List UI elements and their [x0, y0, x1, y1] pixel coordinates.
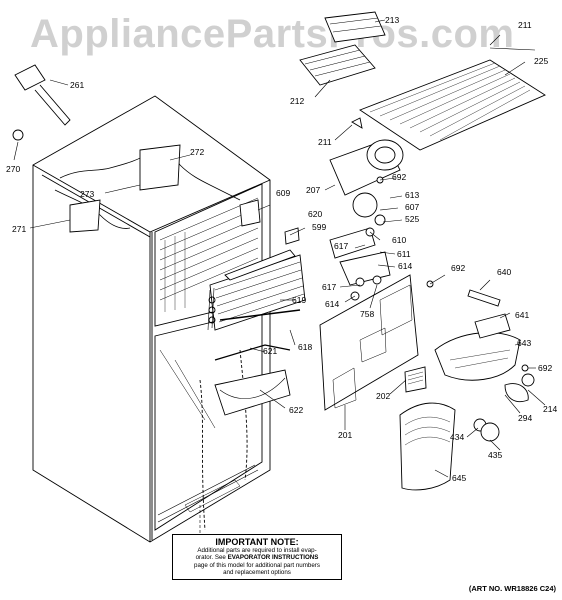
part-label: 643 [517, 338, 531, 348]
part-label: 202 [376, 391, 390, 401]
part-label: 609 [276, 188, 290, 198]
part-label: 622 [289, 405, 303, 415]
part-label: 211 [518, 20, 532, 30]
part-label: 212 [290, 96, 304, 106]
note-line: orator. See EVAPORATOR INSTRUCTIONS [173, 554, 341, 561]
note-line: Additional parts are required to install… [197, 547, 317, 554]
part-label: 611 [397, 249, 411, 259]
part-label: 434 [450, 432, 464, 442]
part-label: 294 [518, 413, 532, 423]
part-label: 620 [308, 209, 322, 219]
part-label: 614 [325, 299, 339, 309]
note-line: page of this model for additional part n… [194, 561, 320, 569]
part-label: 272 [190, 147, 204, 157]
part-label: 692 [451, 263, 465, 273]
part-label: 692 [392, 172, 406, 182]
part-label: 207 [306, 185, 320, 195]
part-label: 261 [70, 80, 84, 90]
part-label: 214 [543, 404, 557, 414]
part-label: 613 [405, 190, 419, 200]
part-label: 617 [322, 282, 336, 292]
part-label: 273 [80, 189, 94, 199]
part-label: 758 [360, 309, 374, 319]
note-line: and replacement options [223, 569, 291, 577]
part-label: 640 [497, 267, 511, 277]
part-label: 614 [398, 261, 412, 271]
evaporator-drawing [207, 249, 306, 331]
part-label: 435 [488, 450, 502, 460]
part-label: 619 [292, 295, 306, 305]
part-label: 211 [318, 137, 332, 147]
part-label: 525 [405, 214, 419, 224]
part-label: 610 [392, 235, 406, 245]
part-label: 213 [385, 15, 399, 25]
part-label: 599 [312, 222, 326, 232]
part-label: 201 [338, 430, 352, 440]
part-label: 641 [515, 310, 529, 320]
part-label: 607 [405, 202, 419, 212]
note-title: IMPORTANT NOTE: [215, 537, 299, 547]
part-label: 621 [263, 346, 277, 356]
part-label: 645 [452, 473, 466, 483]
part-label: 692 [538, 363, 552, 373]
part-label: 225 [534, 56, 548, 66]
part-label: 270 [6, 164, 20, 174]
part-label-group: 213 211 225 212 261 211 272 270 692 207 … [6, 15, 557, 483]
art-number: (ART NO. WR18826 C24) [468, 584, 556, 593]
part-label: 271 [12, 224, 26, 234]
part-label: 618 [298, 342, 312, 352]
important-note-box: IMPORTANT NOTE: Additional parts are req… [172, 534, 342, 580]
part-label: 617 [334, 241, 348, 251]
cabinet-drawing [32, 95, 271, 543]
note-text: orator. See [195, 554, 228, 562]
evaporator-instructions-link-text: EVAPORATOR INSTRUCTIONS [227, 554, 319, 562]
